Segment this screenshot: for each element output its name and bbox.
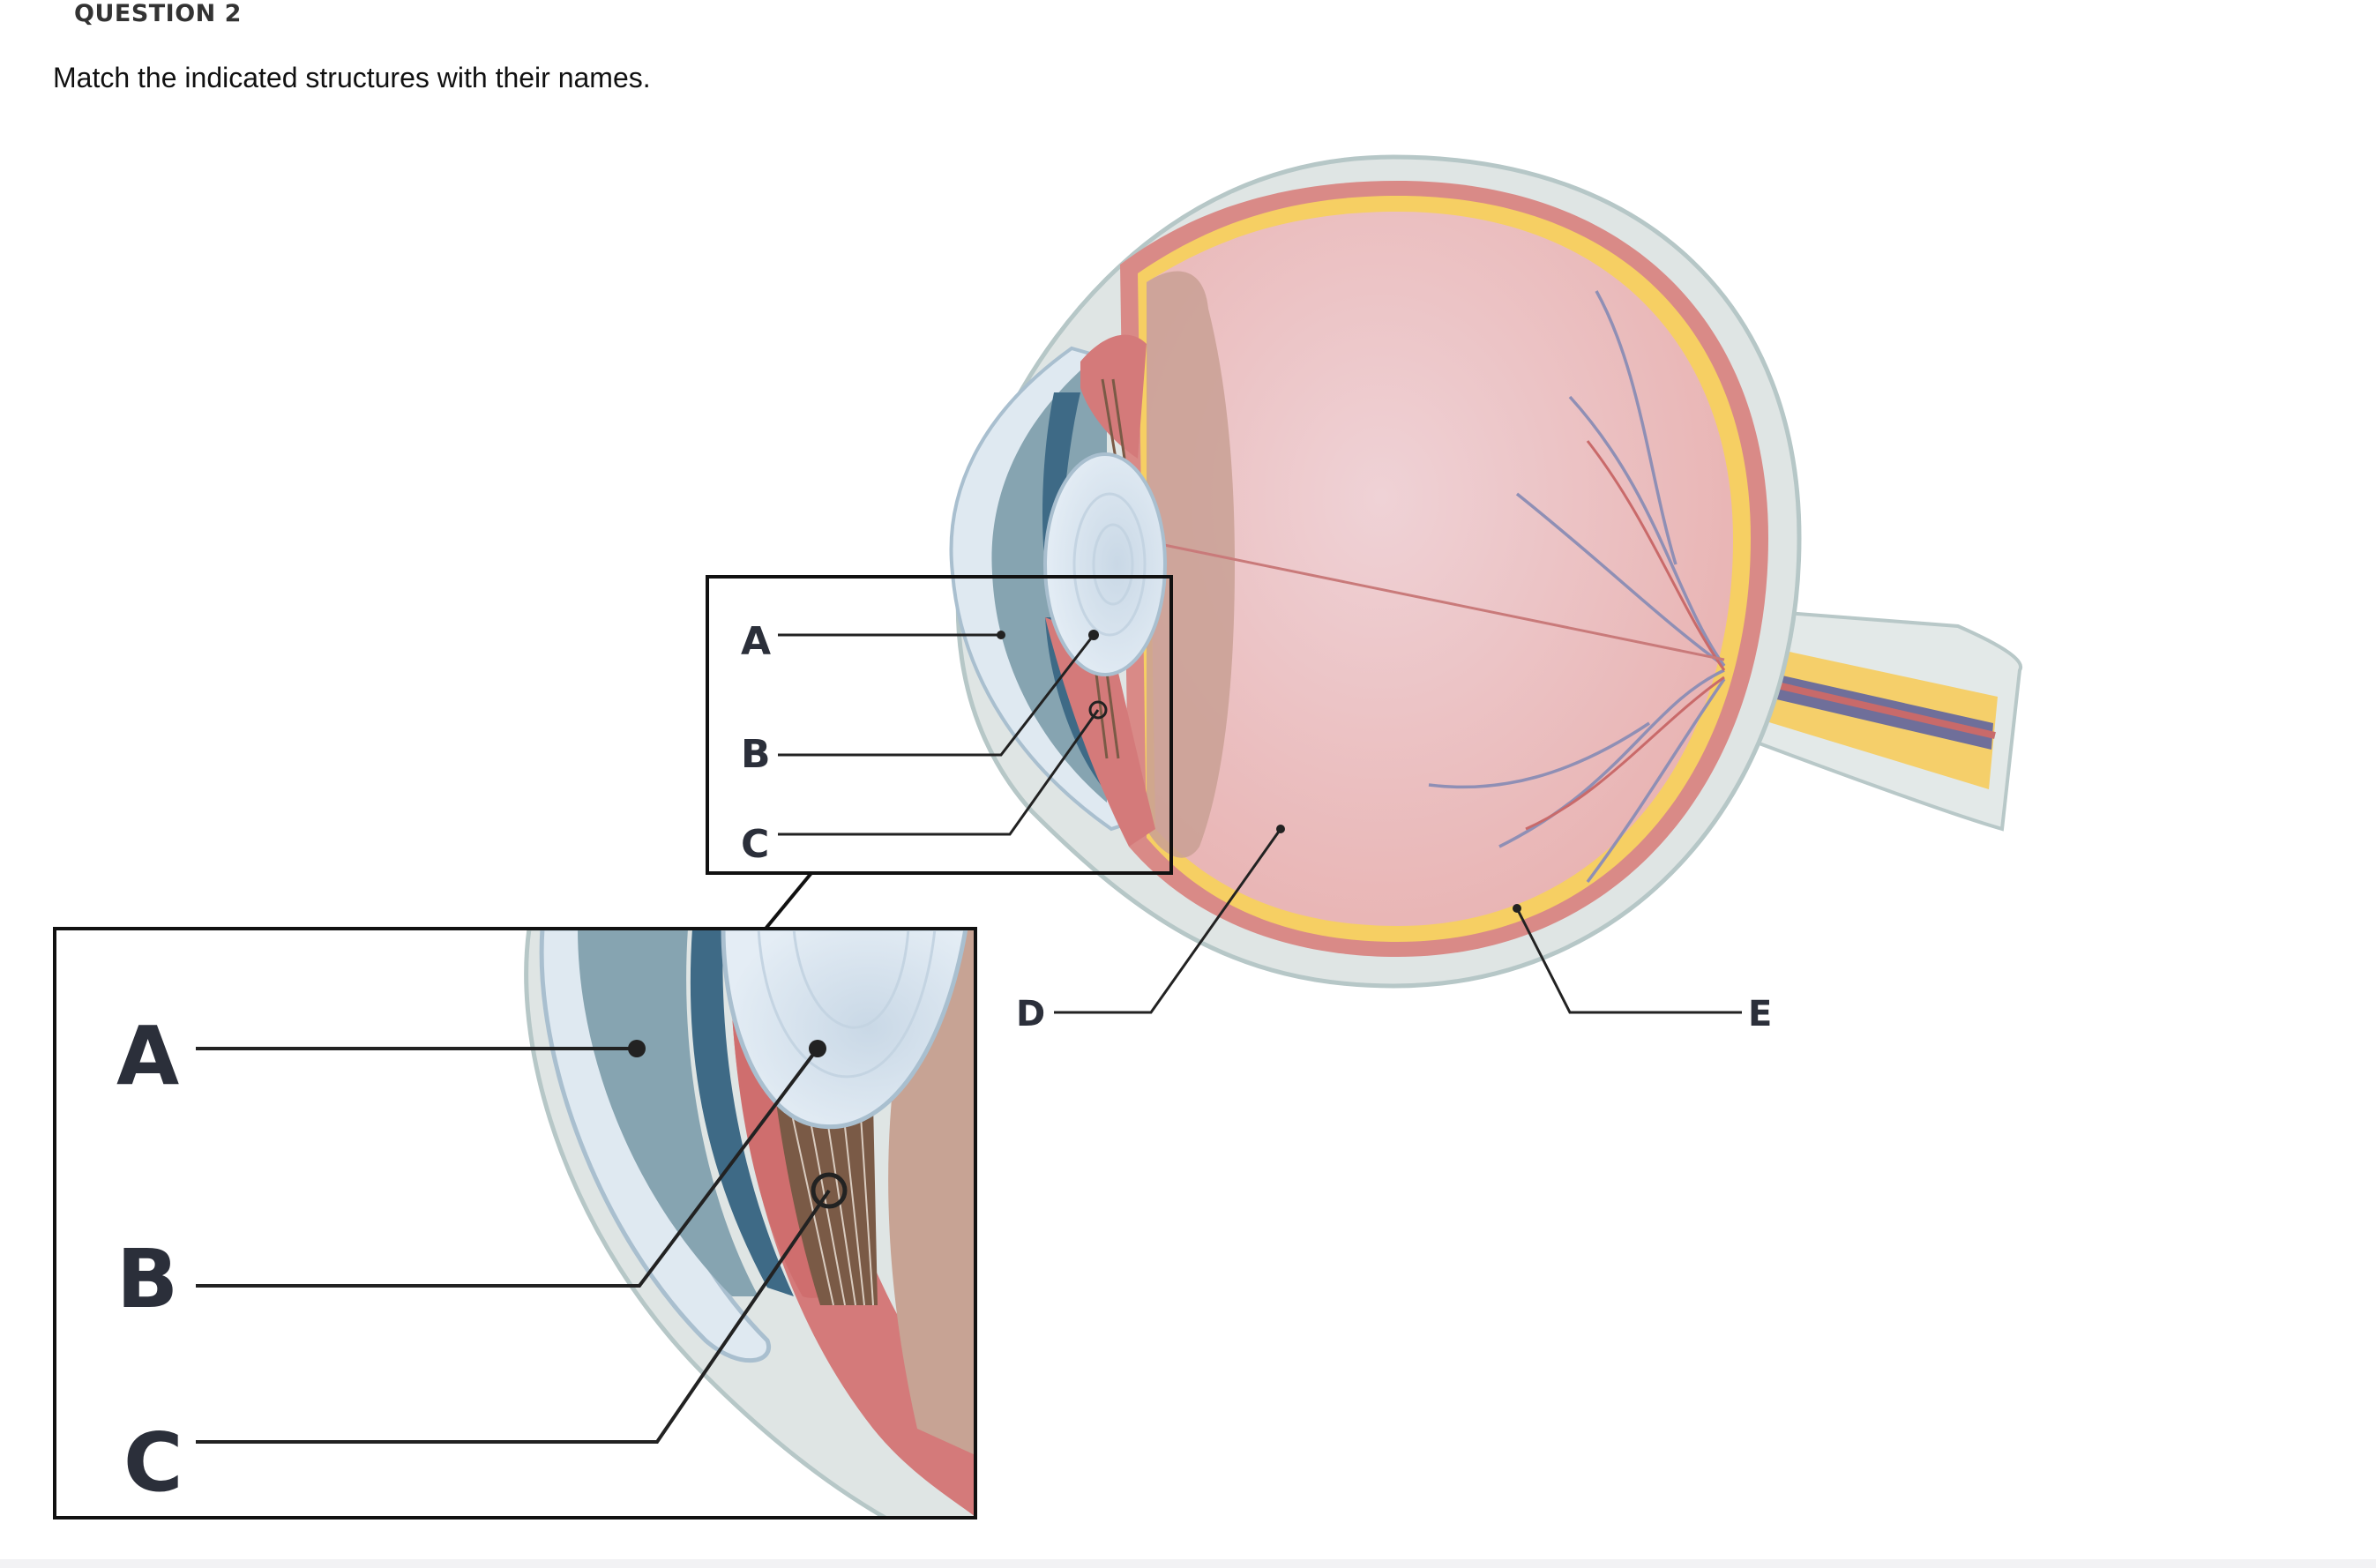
- bottom-strip: [0, 1559, 2376, 1568]
- inset-marker-a: [628, 1040, 646, 1057]
- inset-panel: A B C: [53, 927, 977, 1519]
- main-leaders: [1054, 828, 1742, 1014]
- visual-axis: [1163, 543, 1725, 661]
- vitreous-body: [1147, 212, 1733, 926]
- inset-leaders: [196, 1047, 831, 1444]
- inset-label-b: B: [116, 1232, 178, 1326]
- ciliary-body-lower: [1045, 617, 1155, 847]
- inset-marker-b: [809, 1040, 826, 1057]
- small-label-c: C: [741, 822, 769, 867]
- inset-lens: [721, 929, 968, 1130]
- small-box-leaders: [778, 633, 1100, 836]
- ciliary-zone: [1147, 271, 1235, 858]
- label-d: D: [1016, 994, 1045, 1034]
- inset-iris: [690, 929, 794, 1296]
- zoom-box-small: [706, 575, 1173, 875]
- eyeball: [949, 154, 2023, 989]
- small-label-b: B: [741, 732, 771, 777]
- lens: [1043, 452, 1167, 676]
- zoom-connector: [764, 871, 813, 930]
- label-e: E: [1748, 994, 1772, 1034]
- question-header: QUESTION 2: [74, 0, 242, 27]
- inset-frame: [53, 927, 977, 1519]
- ciliary-body-upper: [1080, 334, 1147, 459]
- small-label-a: A: [741, 619, 771, 664]
- inset-label-c: C: [123, 1415, 183, 1510]
- inset-marker-c: [811, 1172, 848, 1209]
- retinal-vessels: [1428, 290, 1726, 884]
- inset-label-a: A: [116, 1009, 179, 1103]
- inset-aqueous: [578, 929, 758, 1296]
- question-prompt: Match the indicated structures with thei…: [53, 62, 651, 93]
